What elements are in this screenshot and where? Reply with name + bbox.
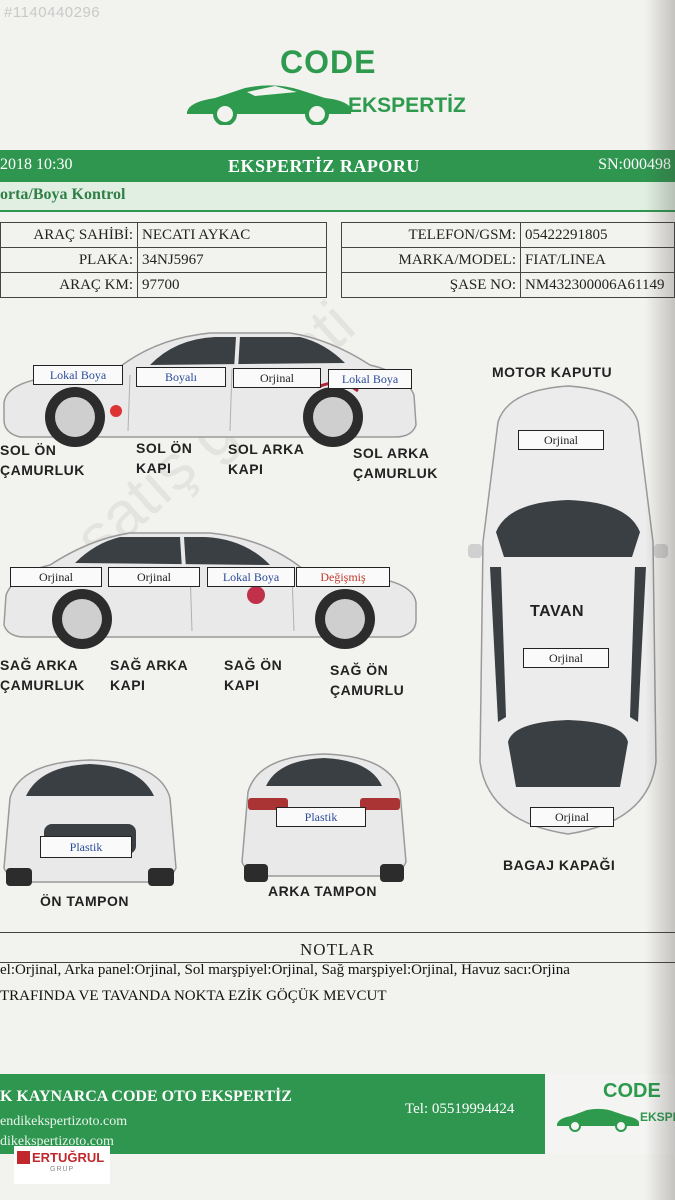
report-footer: K KAYNARCA CODE OTO EKSPERTİZ Tel: 05519… xyxy=(0,1074,545,1154)
section-title: orta/Boya Kontrol xyxy=(0,186,126,203)
front-bumper-status: Plastik xyxy=(40,836,132,858)
phone-value: 05422291805 xyxy=(520,222,675,248)
footer-website-repeat: dikekspertizoto.com xyxy=(0,1134,114,1149)
right-front-door-status: Lokal Boya xyxy=(207,567,295,587)
trunk-label: BAGAJ KAPAĞI xyxy=(503,857,616,873)
vehicle-info-table: ARAÇ SAHİBİ: NECATI AYKAC TELEFON/GSM: 0… xyxy=(0,222,675,298)
left-front-door-status: Boyalı xyxy=(136,367,226,387)
rear-bumper-status: Plastik xyxy=(276,807,366,827)
report-serial: SN:000498 xyxy=(598,156,671,173)
top-view-car-illustration xyxy=(468,385,668,835)
brand-ekspertiz-text: EKSPERTİZ xyxy=(348,94,466,117)
left-front-fender-status: Lokal Boya xyxy=(33,365,123,385)
left-rear-fender-status: Lokal Boya xyxy=(328,369,412,389)
roof-label: TAVAN xyxy=(530,603,585,620)
footer-website: endikekspertizoto.com xyxy=(0,1114,128,1129)
hood-label: MOTOR KAPUTU xyxy=(492,364,613,380)
front-view-car-illustration xyxy=(3,759,177,886)
rear-view-car-illustration xyxy=(241,753,407,882)
hood-status: Orjinal xyxy=(518,430,604,450)
page-edge-shadow xyxy=(645,0,675,1200)
right-front-fender-status: Değişmiş xyxy=(296,567,390,587)
table-row: ARAÇ KM: 97700 ŞASE NO: NM432300006A6114… xyxy=(0,272,675,298)
front-bumper-label: ÖN TAMPON xyxy=(40,893,130,909)
rear-bumper-label: ARKA TAMPON xyxy=(268,883,377,899)
car-logo-icon xyxy=(187,85,351,125)
notes-divider xyxy=(0,962,675,963)
listing-id-watermark: #1140440296 xyxy=(4,4,101,21)
left-side-car-illustration xyxy=(3,332,417,447)
notes-line-2: TRAFINDA VE TAVANDA NOKTA EZİK GÖÇÜK MEV… xyxy=(0,988,387,1004)
notes-divider-top xyxy=(0,932,675,933)
notes-title: NOTLAR xyxy=(300,940,375,959)
phone-label: TELEFON/GSM: xyxy=(341,222,521,248)
ertugrul-sub: GRUP xyxy=(50,1166,75,1173)
chassis-label: ŞASE NO: xyxy=(341,272,521,298)
model-value: FIAT/LINEA xyxy=(520,247,675,273)
section-bar: orta/Boya Kontrol xyxy=(0,182,675,212)
brand-logo: CODE EKSPERTİZ xyxy=(185,42,485,125)
km-value: 97700 xyxy=(137,272,327,298)
footer-logo-ekspertiz: EKSPERTİZ xyxy=(640,1110,675,1124)
ertugrul-grup-logo: ERTUĞRUL GRUP xyxy=(14,1146,110,1184)
notes-line-1: el:Orjinal, Arka panel:Orjinal, Sol marş… xyxy=(0,962,570,978)
brand-code-text: CODE xyxy=(280,44,377,80)
owner-label: ARAÇ SAHİBİ: xyxy=(0,222,138,248)
plate-label: PLAKA: xyxy=(0,247,138,273)
km-label: ARAÇ KM: xyxy=(0,272,138,298)
right-side-car-illustration xyxy=(3,532,417,649)
left-rear-door-status: Orjinal xyxy=(233,368,321,388)
right-rear-fender-status: Orjinal xyxy=(10,567,102,587)
report-header-bar: 2018 10:30 EKSPERTİZ RAPORU SN:000498 xyxy=(0,150,675,182)
footer-phone: Tel: 05519994424 xyxy=(405,1101,515,1117)
table-row: PLAKA: 34NJ5967 MARKA/MODEL: FIAT/LINEA xyxy=(0,247,675,273)
footer-car-icon xyxy=(557,1108,639,1132)
footer-logo: CODE EKSPERTİZ xyxy=(545,1074,675,1154)
right-rear-door-status: Orjinal xyxy=(108,567,200,587)
ertugrul-logo-icon xyxy=(17,1151,30,1164)
footer-logo-code: CODE xyxy=(603,1080,661,1102)
owner-value: NECATI AYKAC xyxy=(137,222,327,248)
trunk-status: Orjinal xyxy=(530,807,614,827)
chassis-value: NM432300006A61149 xyxy=(520,272,675,298)
report-date: 2018 10:30 xyxy=(0,156,73,173)
ertugrul-name: ERTUĞRUL xyxy=(32,1150,105,1165)
footer-company-name: K KAYNARCA CODE OTO EKSPERTİZ xyxy=(0,1088,292,1105)
roof-status: Orjinal xyxy=(523,648,609,668)
table-row: ARAÇ SAHİBİ: NECATI AYKAC TELEFON/GSM: 0… xyxy=(0,222,675,248)
plate-value: 34NJ5967 xyxy=(137,247,327,273)
report-title: EKSPERTİZ RAPORU xyxy=(228,156,420,176)
model-label: MARKA/MODEL: xyxy=(341,247,521,273)
